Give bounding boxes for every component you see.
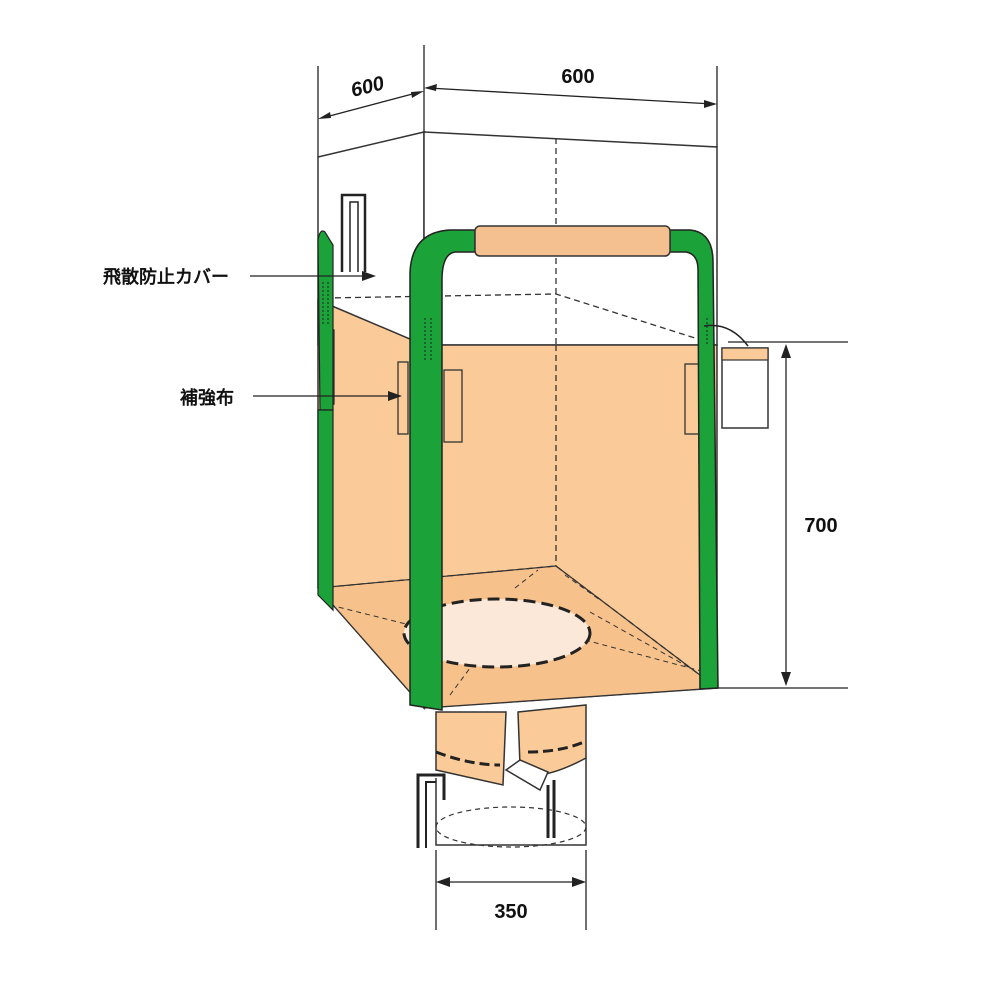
spout-dimension-label: 350 bbox=[494, 901, 527, 923]
spout-tie-string bbox=[546, 780, 556, 838]
depth-dimension-line bbox=[321, 91, 421, 119]
callouts: 飛散防止カバー 補強布 bbox=[103, 266, 402, 409]
bag-body bbox=[316, 298, 719, 710]
discharge-spout bbox=[416, 704, 587, 848]
width-dimension-label: 600 bbox=[561, 66, 594, 88]
reinforcement-patch bbox=[443, 369, 463, 443]
document-pocket-card bbox=[721, 347, 769, 429]
depth-dimension-label: 600 bbox=[349, 72, 387, 101]
height-dimension-label: 700 bbox=[804, 515, 837, 537]
dimensions: 600 600 700 350 bbox=[317, 45, 848, 930]
cover-tie-string bbox=[340, 193, 367, 272]
belt-left-rear bbox=[317, 230, 334, 411]
document-pocket bbox=[703, 324, 769, 429]
reinforcement-label: 補強布 bbox=[179, 387, 234, 409]
belt-front-right bbox=[669, 229, 719, 690]
discharge-hole bbox=[402, 597, 592, 669]
reinforcement-patch bbox=[397, 361, 409, 435]
spout-opening bbox=[435, 806, 587, 848]
dust-cover-label: 飛散防止カバー bbox=[103, 266, 229, 288]
width-dimension-line bbox=[427, 87, 714, 105]
belt-front-left bbox=[409, 229, 476, 711]
handle-sleeve bbox=[474, 225, 671, 257]
